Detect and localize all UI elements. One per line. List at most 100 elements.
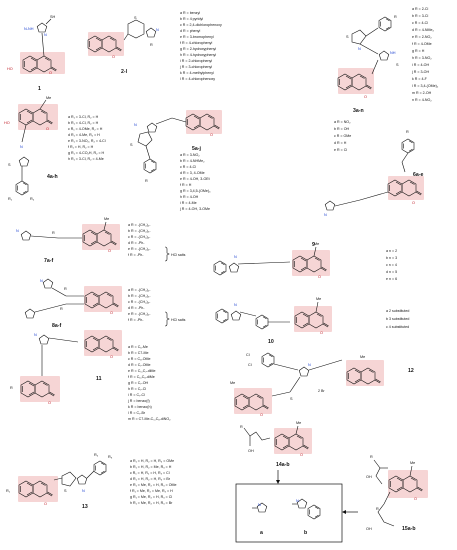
compound-5: N S R O 5a-j a R = 3-NO₂ b R = 4-NHMe₂ c…: [130, 110, 222, 211]
atom-s: S: [64, 489, 67, 493]
list-item: j R = benzo(f): [127, 399, 150, 403]
list-item: d R = -Ph-: [128, 241, 145, 245]
compound-number: 6a-e: [413, 172, 423, 178]
list-item: c 4 substituted: [386, 325, 409, 329]
atom-o: O: [49, 71, 52, 75]
atom-o: O: [300, 453, 303, 457]
atom-o: O: [46, 127, 49, 131]
list-item: j R = 4-OH, 3-OMe: [179, 207, 210, 211]
list-item: c R = -(CH₂)₄-: [128, 300, 151, 304]
atom-n: N: [308, 363, 311, 367]
compound-8: N R R O 8a-f a R = -(CH₂)₂- b R = -(CH₂)…: [24, 278, 186, 329]
atom-nnh: N-NH: [24, 27, 34, 31]
atom-o: O: [364, 95, 367, 99]
list-item: h R₁ = 3-Cl, R₂ = 4-Me: [68, 157, 104, 161]
list-item: b R = -(CH₂)₃-: [128, 294, 151, 298]
list-item: i R = 2-chlorophenyl: [180, 59, 212, 63]
atom-cl: Cl: [246, 353, 250, 357]
atom-n: N: [358, 47, 361, 51]
list-item: h R = 4-OH: [180, 195, 199, 199]
substituent-list: a R = benzyl b R = 4 pyridyl c R = 2,4-d…: [179, 11, 222, 81]
atom-oh: OH: [248, 449, 254, 453]
list-item: f R = -Ph-: [128, 253, 144, 257]
compound-number: 10: [268, 339, 274, 345]
list-item: b R₁ = H, R₂ = Me, R₃ = H: [130, 465, 172, 469]
atom-s: S: [8, 163, 11, 167]
atom-sh: SH: [50, 15, 56, 19]
atom-n: N: [16, 229, 19, 233]
list-item: c R = 2,4-dichlorophenoxy: [180, 23, 222, 27]
list-item: k R = benzo(h): [128, 405, 152, 409]
list-item: d R = 4-NMe₂: [412, 28, 434, 32]
list-item: j R = 3-chlorophenyl: [179, 65, 212, 69]
atom-r2: R₂: [30, 197, 35, 201]
arrow-head-left: [342, 510, 346, 514]
list-item: d R = -Ph-: [128, 306, 145, 310]
list-item: i R = 4-OH: [412, 63, 429, 67]
atom-n: N: [258, 503, 261, 507]
compound-number: 1: [38, 86, 41, 92]
atom-s: S: [290, 397, 293, 401]
atom-r: R: [370, 455, 373, 459]
atom-ho: HO: [4, 121, 10, 125]
compound-number: 5a-j: [192, 146, 201, 152]
list-item: b R = OH: [334, 127, 349, 131]
atom-s: S: [346, 35, 349, 39]
substituent-list: a R₁ = H, R₂ = H, R₃ = OMe b R₁ = H, R₂ …: [130, 459, 177, 505]
atom-n-2: N: [296, 499, 299, 503]
compound-number: 2-l: [121, 69, 128, 75]
atom-n: N: [234, 255, 237, 259]
list-item: j R = 3-OH: [411, 70, 429, 74]
hcl-label: HCl salts: [171, 318, 186, 322]
atom-oh-2: OH: [366, 527, 372, 531]
list-item: e R = C₅,C₇-diMe: [128, 369, 156, 373]
list-item: a R = -(CH₂)₂-: [128, 223, 151, 227]
atom-o: O: [414, 497, 417, 501]
compound-9: Me N O 9 a n = 2 b n = 3 c n = 4 d n = 5…: [213, 242, 397, 281]
atom-o: O: [320, 331, 323, 335]
atom-r: R: [394, 15, 397, 19]
list-item: g R = 2-hydroxyphenyl: [180, 47, 216, 51]
substituent-list: a n = 2 b n = 3 c n = 4 d n = 5 e n = 6: [386, 249, 397, 281]
atom-n: N: [82, 489, 85, 493]
key-label-a: a: [260, 530, 263, 536]
atom-n: N: [134, 123, 137, 127]
list-item: k R = 4-F: [412, 77, 428, 81]
list-item: f R = 4-chlorophenyl: [180, 41, 212, 45]
compound-number: 12: [408, 368, 414, 374]
list-item: f R = C₆,C₈-diMe: [128, 375, 155, 379]
atom-o: O: [260, 413, 263, 417]
list-item: a R = benzyl: [180, 11, 200, 15]
list-item: e R = 4-OH, 3-OEt: [180, 177, 210, 181]
atom-o: O: [112, 55, 115, 59]
substituent-list: a R = 2-Cl b R = 3-Cl c R = 4-Cl d R = 4…: [411, 7, 439, 102]
atom-o: O: [44, 502, 47, 506]
compound-7: Me N R O 7a-f a R = -(CH₂)₂- b R = -(CH₂…: [16, 217, 186, 264]
list-item: e R = Cl: [334, 148, 347, 152]
list-item: n R = 4-NO₂: [412, 98, 432, 102]
atom-nh: NH: [390, 51, 396, 55]
list-item: a R = 3-NO₂: [180, 153, 200, 157]
key-label-b: b: [304, 530, 307, 536]
list-item: h R₁ = Me, R₂ = H, R₃ = Br: [130, 501, 173, 505]
substituent-list: a R = -(CH₂)₂- b R = -(CH₂)₃- c R = -(CH…: [128, 223, 186, 262]
list-item: e R = 2-NO₂: [412, 35, 432, 39]
list-item: h R = C₇-Cl: [128, 387, 146, 391]
hcl-label: HCl salts: [171, 253, 186, 257]
atom-me: Me: [316, 297, 321, 301]
list-item: b R₁ = 4-Cl, R₂ = H: [68, 121, 99, 125]
atom-ho: HO: [7, 67, 13, 71]
list-item: a R = -(CH₂)₂-: [128, 288, 151, 292]
compound-15: OH R Me OH R O 15a-b: [366, 455, 428, 532]
atom-s: S: [134, 16, 137, 20]
compound-number: 3a-n: [353, 108, 364, 114]
atom-n: N: [40, 279, 43, 283]
list-item: d R₁ = H, R₂ = H, R₃ = Br: [130, 477, 171, 481]
atom-me: Me: [230, 381, 235, 385]
compound-number: 8a-f: [52, 323, 61, 329]
list-item: m R = C7-Me-C₅,C₈-diNO₂: [128, 417, 171, 421]
atom-o-2: O: [48, 401, 51, 405]
substituent-list: a R = -(CH₂)₂- b R = -(CH₂)₃- c R = -(CH…: [128, 288, 186, 327]
atom-r: R: [406, 130, 409, 134]
list-item: a n = 2: [386, 249, 397, 253]
